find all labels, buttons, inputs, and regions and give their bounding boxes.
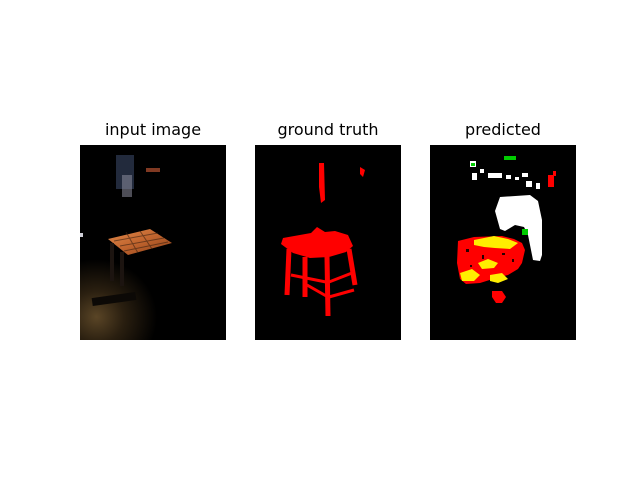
predicted-mask xyxy=(430,145,576,340)
input-image xyxy=(80,145,226,340)
panel-title-input-image: input image xyxy=(104,120,202,139)
chair-leg xyxy=(110,243,114,281)
panel-title-predicted: predicted xyxy=(465,120,541,139)
panel-title-ground-truth: ground truth xyxy=(277,120,379,139)
ground-truth-mask xyxy=(255,145,401,340)
input-image-panel xyxy=(80,145,226,340)
ground-truth-panel xyxy=(255,145,401,340)
pred-yellow-region xyxy=(460,236,518,283)
chair-mask xyxy=(281,163,365,317)
predicted-panel xyxy=(430,145,576,340)
pred-white-region xyxy=(470,161,542,261)
pred-green-region xyxy=(471,156,528,235)
chair-leg xyxy=(120,252,124,286)
